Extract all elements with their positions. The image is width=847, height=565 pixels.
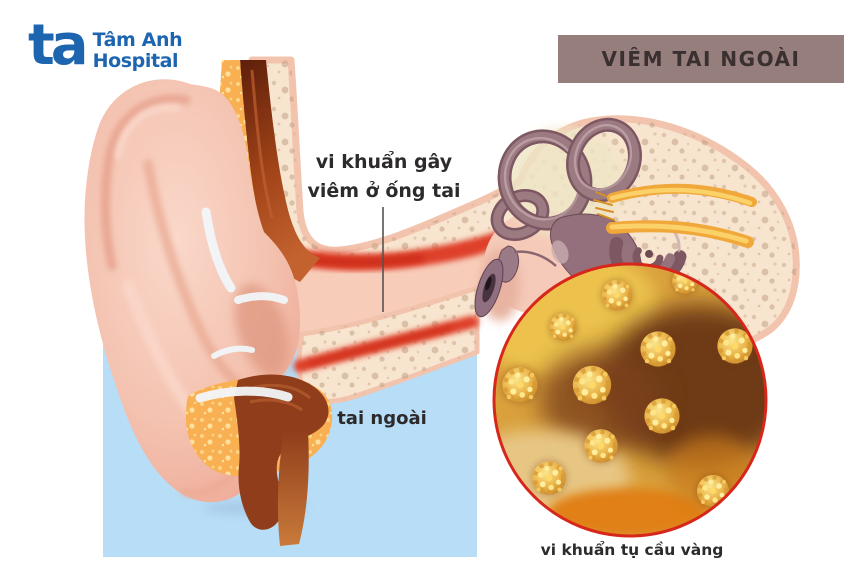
logo-name-line1: Tâm Anh <box>92 29 183 51</box>
cartilage-white-strips <box>195 207 293 403</box>
cartilage-stripe <box>250 69 274 219</box>
logo-name-line2: Hospital <box>92 50 179 73</box>
cartilage-tail <box>277 430 309 546</box>
concha-cartilage <box>186 374 333 546</box>
inset-border <box>492 262 768 538</box>
title-text: VIÊM TAI NGOÀI <box>601 47 801 71</box>
hospital-logo: ta Tâm Anh Hospital <box>28 13 183 78</box>
canal-label-line1: vi khuẩn gây <box>315 151 453 173</box>
canal-label-line2: viêm ở ống tai <box>307 180 461 203</box>
logo-mark: ta <box>28 13 89 78</box>
title-banner: VIÊM TAI NGOÀI <box>558 35 844 83</box>
eardrum <box>474 258 504 318</box>
canal-infection-label: vi khuẩn gây viêm ở ống tai <box>288 148 480 207</box>
auditory-nerve <box>593 183 757 248</box>
outer-ear-label: tai ngoài <box>337 408 427 429</box>
bacteria-caption: vi khuẩn tụ cầu vàng <box>540 541 724 559</box>
